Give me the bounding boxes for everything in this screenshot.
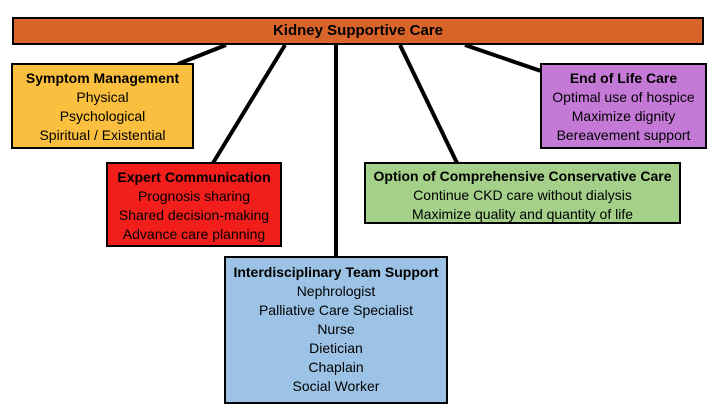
team-item: Dietician <box>309 340 363 356</box>
symptom-management-node: Symptom Management Physical Psychologica… <box>11 63 194 149</box>
team-item: Nurse <box>317 321 355 337</box>
end-of-life-item: Optimal use of hospice <box>552 89 695 105</box>
communication-item: Advance care planning <box>122 226 266 242</box>
root-node: Kidney Supportive Care <box>12 17 704 45</box>
connector-communication <box>211 43 287 165</box>
connector-symptom <box>177 43 227 66</box>
symptom-item: Spiritual / Existential <box>39 127 166 143</box>
team-item: Nephrologist <box>296 283 376 299</box>
team-title: Interdisciplinary Team Support <box>233 264 439 280</box>
team-item: Chaplain <box>308 359 364 375</box>
expert-communication-node: Expert Communication Prognosis sharing S… <box>106 162 282 247</box>
end-of-life-item: Bereavement support <box>556 127 691 143</box>
conservative-item: Maximize quality and quantity of life <box>412 206 633 222</box>
root-title: Kidney Supportive Care <box>272 22 444 39</box>
symptom-item: Physical <box>76 89 129 105</box>
communication-item: Shared decision-making <box>118 207 270 223</box>
connector-conservative <box>398 44 459 164</box>
communication-item: Prognosis sharing <box>137 188 251 204</box>
conservative-care-node: Option of Comprehensive Conservative Car… <box>364 162 681 224</box>
team-item: Palliative Care Specialist <box>258 302 414 318</box>
connector-end-of-life <box>464 43 542 73</box>
conservative-title: Option of Comprehensive Conservative Car… <box>373 168 672 184</box>
conservative-item: Continue CKD care without dialysis <box>413 187 632 203</box>
communication-title: Expert Communication <box>117 169 271 185</box>
symptom-title: Symptom Management <box>25 70 180 86</box>
end-of-life-title: End of Life Care <box>569 70 678 86</box>
team-item: Social Worker <box>292 378 380 394</box>
symptom-item: Psychological <box>59 108 146 124</box>
end-of-life-item: Maximize dignity <box>571 108 676 124</box>
team-support-node: Interdisciplinary Team Support Nephrolog… <box>224 256 448 404</box>
end-of-life-care-node: End of Life Care Optimal use of hospice … <box>540 63 707 149</box>
